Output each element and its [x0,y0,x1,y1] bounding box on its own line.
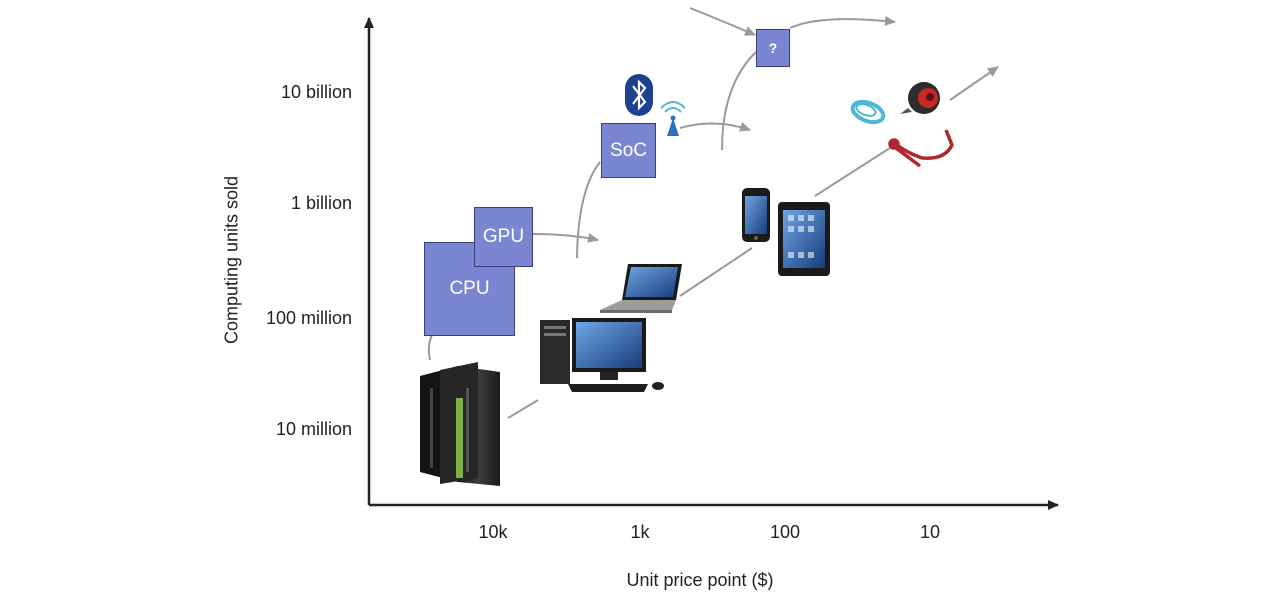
smart-glasses-icon [888,129,954,168]
cpu-label: CPU [449,278,490,299]
laptop-icon [600,264,682,313]
gpu-box: GPU [474,207,533,267]
device-trend-lines [507,66,999,419]
y-tick-1-billion: 1 billion [290,193,352,213]
x-tick-100: 100 [769,522,801,542]
unknown-label: ? [768,40,778,56]
x-tick-10k: 10k [478,522,508,542]
x-tick-10: 10 [919,522,941,542]
wireless-antenna-icon [660,101,686,136]
processor-arrows [427,7,896,361]
desktop-pc-icon [540,318,664,392]
y-tick-10-million: 10 million [275,419,352,439]
smartphone-icon [742,188,770,242]
y-tick-100-million: 100 million [265,308,352,328]
soc-label: SoC [610,139,647,161]
x-axis-title: Unit price point ($) [626,570,774,590]
server-rack-icon [420,362,500,486]
tablet-icon [778,202,830,276]
bluetooth-icon [625,74,653,116]
unknown-box: ? [756,29,790,67]
y-tick-10-billion: 10 billion [280,82,352,102]
soc-box: SoC [601,123,656,178]
x-tick-1k: 1k [630,522,650,542]
fitness-band-icon [850,99,886,125]
gpu-label: GPU [482,226,525,247]
smart-camera-icon [900,82,940,114]
y-axis-title: Computing units sold [221,175,242,345]
